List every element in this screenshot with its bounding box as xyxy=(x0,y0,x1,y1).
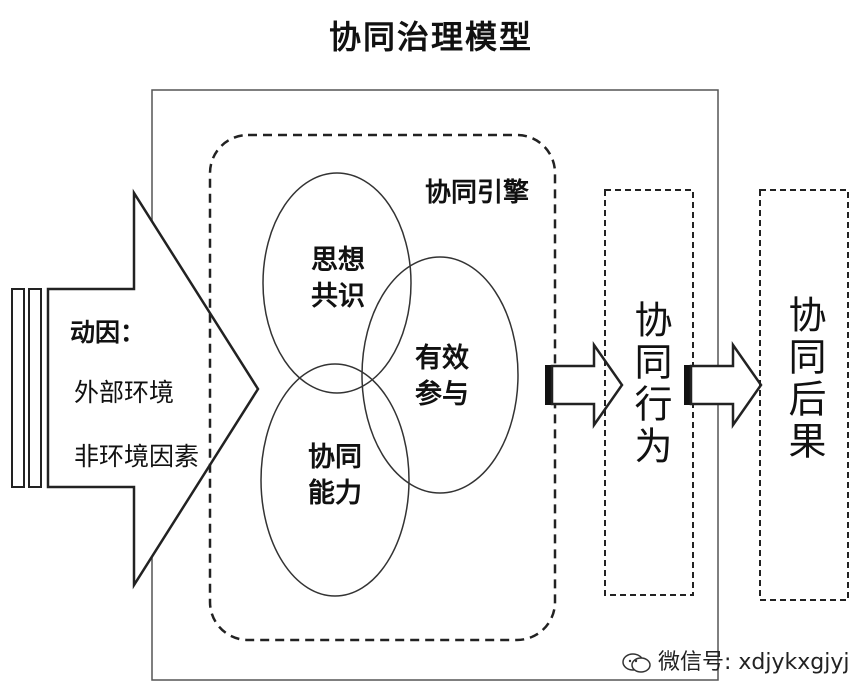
engine-label: 协同引擎 xyxy=(425,178,530,208)
driver-bar-2 xyxy=(28,288,42,488)
drivers-heading: 动因： xyxy=(70,318,146,347)
circle-participation-label: 有效 参与 xyxy=(402,341,482,413)
circle-participation-line2: 参与 xyxy=(415,379,469,410)
diagram-title: 协同治理模型 xyxy=(328,18,533,56)
arrow2-head xyxy=(689,341,763,429)
engine-dashed-box xyxy=(208,133,557,642)
driver-arrow xyxy=(46,188,260,590)
circle-capacity-label: 协同 能力 xyxy=(295,440,375,512)
circle-capacity-line1: 协同 xyxy=(308,442,362,473)
wechat-icon xyxy=(622,653,651,673)
arrow1-head xyxy=(550,341,624,429)
circle-consensus xyxy=(262,172,412,394)
drivers-line-external: 外部环境 xyxy=(74,378,175,407)
circle-capacity xyxy=(260,363,410,597)
driver-bar-1 xyxy=(11,288,25,488)
circle-participation-line1: 有效 xyxy=(415,343,469,374)
watermark: 微信号: xdjykxgjyj xyxy=(622,644,850,676)
arrow1-stub xyxy=(545,365,552,405)
circle-capacity-line2: 能力 xyxy=(308,478,362,509)
drivers-line-nonenv: 非环境因素 xyxy=(74,442,200,471)
action-label: 协同行为 xyxy=(628,300,672,468)
circle-consensus-label: 思想 共识 xyxy=(298,243,378,315)
circle-participation xyxy=(361,256,519,494)
outcome-dashed-box xyxy=(759,189,849,601)
circle-consensus-line1: 思想 xyxy=(311,245,365,276)
circle-consensus-line2: 共识 xyxy=(311,281,365,312)
arrow2-stub xyxy=(684,365,691,405)
watermark-text: 微信号: xdjykxgjyj xyxy=(658,650,850,675)
outcome-label: 协同后果 xyxy=(782,295,826,463)
